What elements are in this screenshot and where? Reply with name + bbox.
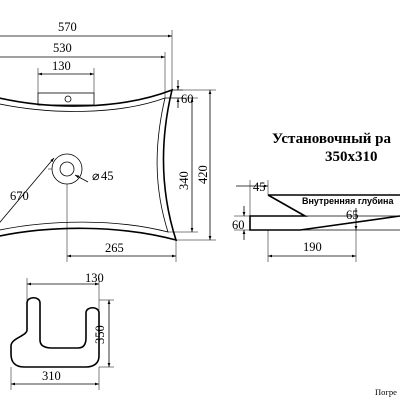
dim-section-310-text: 310 [42, 369, 61, 383]
sink-outer-contour [0, 88, 178, 242]
dim-265-text: 265 [105, 241, 124, 255]
dim-profile-60-text: 60 [232, 218, 245, 232]
dim-420-text: 420 [196, 165, 210, 184]
installation-size-block: Установочный ра 350x310 [272, 131, 392, 165]
install-title-line2: 350x310 [325, 149, 378, 165]
dim-profile-45-text: 45 [253, 180, 266, 194]
dim-section-130-text: 130 [85, 271, 104, 285]
drain-inner [59, 161, 75, 177]
dim-530-text: 530 [53, 41, 72, 55]
drain-leader [74, 174, 89, 183]
inner-depth-label: Внутренняя глубина [302, 196, 394, 206]
dim-section-350-text: 350 [93, 325, 107, 344]
side-profile-view: 45 60 190 Внутренняя глубина 65 [232, 180, 400, 262]
dim-profile-190-text: 190 [303, 240, 322, 254]
dim-130-text: 130 [52, 59, 71, 73]
plan-view: 670 ⌀ 45 570 530 130 60 340 42 [0, 20, 216, 262]
install-title-line1: Установочный ра [272, 131, 392, 147]
dim-340-text: 340 [177, 171, 191, 190]
sink-inner-contour [0, 97, 169, 233]
dim-profile-65-text: 65 [346, 208, 359, 222]
dim-570-text: 570 [58, 20, 77, 34]
diagonal-dim-line [0, 157, 55, 223]
overflow-hole [64, 95, 72, 103]
drain-outer [51, 153, 83, 185]
drain-diameter-symbol: ⌀ [92, 169, 100, 183]
footer-text: Погре [375, 387, 397, 397]
cross-section-view: 130 350 310 [10, 271, 114, 390]
drain-diameter-text: 45 [101, 169, 114, 183]
overflow-block [37, 92, 95, 106]
dim-60-rim-text: 60 [181, 92, 194, 106]
section-profile [10, 296, 100, 368]
diagonal-dim-text: 670 [10, 189, 29, 203]
